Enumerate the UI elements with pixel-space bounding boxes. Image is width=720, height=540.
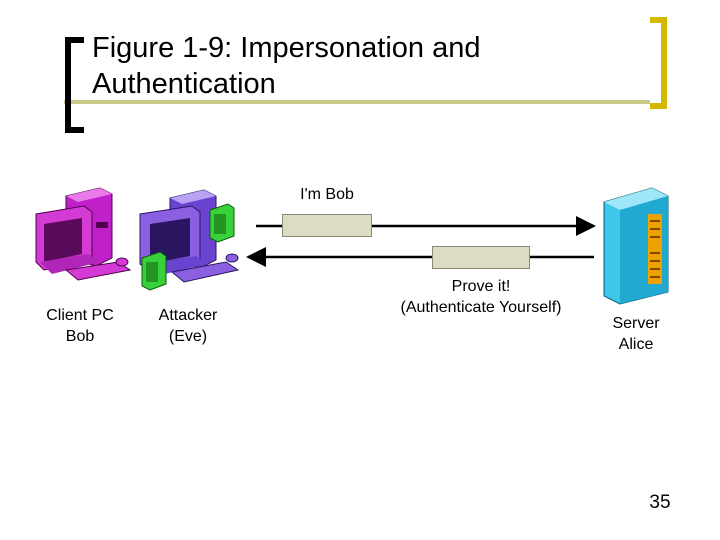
client-label-line-1: Client PC bbox=[46, 307, 114, 324]
slide-title-line-1: Figure 1-9: Impersonation and bbox=[92, 32, 481, 64]
attacker-label-line-2: (Eve) bbox=[168, 328, 208, 345]
attacker-pc-icon bbox=[139, 189, 240, 291]
page-number: 35 bbox=[649, 492, 671, 513]
message-box-prove-it bbox=[432, 246, 530, 269]
attacker-label-line-1: Attacker bbox=[158, 307, 218, 324]
attacker-label: Attacker (Eve) bbox=[138, 305, 238, 347]
message-im-bob: I'm Bob bbox=[300, 186, 354, 203]
right-bracket bbox=[650, 17, 667, 109]
client-pc-icon bbox=[35, 187, 132, 281]
message-box-im-bob bbox=[282, 214, 372, 237]
client-label-line-2: Bob bbox=[65, 328, 95, 345]
message-prove-it-line-1: Prove it! bbox=[451, 278, 511, 295]
server-icon bbox=[603, 187, 669, 305]
message-prove-it-line-2: (Authenticate Yourself) bbox=[400, 299, 562, 316]
client-label: Client PC Bob bbox=[30, 305, 130, 347]
title-accent-bar bbox=[64, 100, 650, 104]
left-bracket bbox=[65, 37, 84, 133]
diagram-graphics bbox=[35, 187, 669, 305]
message-prove-it: Prove it! (Authenticate Yourself) bbox=[376, 276, 586, 318]
title-decoration bbox=[64, 17, 667, 133]
server-label: Server Alice bbox=[596, 313, 676, 355]
server-label-line-2: Alice bbox=[618, 336, 654, 353]
slide-title-line-2: Authentication bbox=[92, 68, 276, 100]
server-label-line-1: Server bbox=[612, 315, 660, 332]
slide-title: Figure 1-9: Impersonation and Authentica… bbox=[92, 30, 572, 102]
